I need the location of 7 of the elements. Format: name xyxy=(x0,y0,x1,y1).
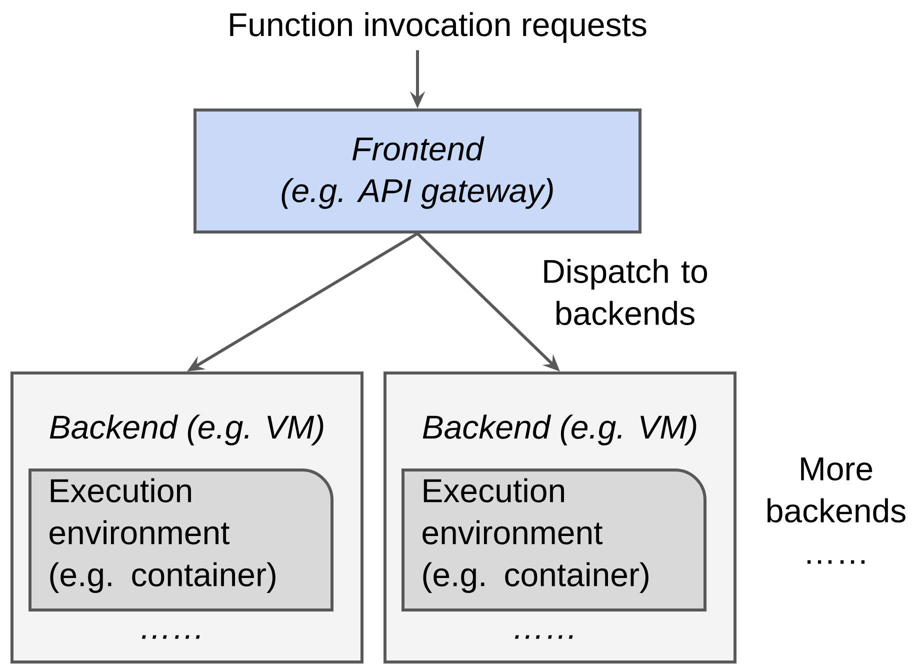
frontend-box: Frontend (e.g. API gateway) xyxy=(194,108,642,234)
execution-environment-box: Execution environment (e.g. container) xyxy=(28,468,334,612)
execution-environment-box: Execution environment (e.g. container) xyxy=(402,468,706,612)
request-text: Function invocation requests xyxy=(230,12,646,43)
edge-label: Dispatch to backends xyxy=(526,256,724,328)
ellipsis-text: …… xyxy=(808,560,865,564)
side-note: More backends xyxy=(768,458,906,523)
